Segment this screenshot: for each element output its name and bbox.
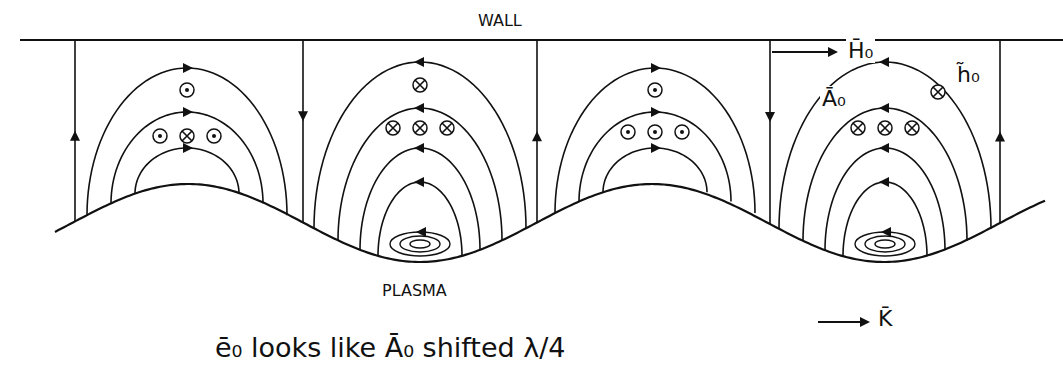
out-of-page-symbol (648, 125, 662, 139)
into-page-symbol (413, 121, 427, 135)
out-of-page-symbol (207, 129, 221, 143)
field-symbol: h̃₀ (955, 62, 982, 87)
wall-label: WALL (478, 12, 522, 30)
arrow-head (183, 107, 193, 117)
closed-field-loop (400, 236, 440, 252)
field-line (74, 40, 76, 221)
field-symbol: H̄₀ (846, 38, 875, 63)
arrow-head (860, 317, 870, 327)
out-of-page-symbol (621, 125, 635, 139)
field-arch (579, 112, 731, 202)
field-arch (314, 62, 526, 228)
closed-field-loop (865, 236, 905, 252)
into-page-symbol (931, 85, 945, 99)
arrow-head (651, 143, 661, 153)
field-arch (779, 62, 991, 229)
field-arch (843, 182, 927, 256)
into-page-symbol (386, 121, 400, 135)
arrow-head (651, 63, 661, 73)
arrow-head (879, 143, 889, 153)
field-arch (825, 148, 945, 250)
into-page-symbol (905, 121, 919, 135)
field-line (769, 40, 771, 224)
arrow-head (532, 131, 542, 141)
arrow-head (298, 111, 308, 121)
into-page-symbol (851, 121, 865, 135)
closed-field-loop (875, 240, 895, 248)
out-of-page-symbol (648, 83, 662, 97)
wave-vector-symbol: K̄ (878, 306, 892, 331)
arrow-head (414, 103, 424, 113)
wall-line (20, 39, 1063, 41)
arrow-head (183, 143, 193, 153)
arrow-head (881, 227, 891, 237)
arrow-head (879, 177, 889, 187)
arrow-head (879, 57, 889, 67)
plasma-label: PLASMA (382, 282, 447, 300)
arrow-head (879, 103, 889, 113)
arrow-head (183, 63, 193, 73)
field-arch (135, 148, 239, 194)
field-arch (111, 112, 263, 203)
out-of-page-symbol (675, 125, 689, 139)
wave-vector-arrow (818, 321, 866, 323)
into-page-symbol (878, 121, 892, 135)
field-arch (360, 148, 480, 250)
arrow-head (765, 112, 775, 122)
arrow-head (414, 177, 424, 187)
field-symbol: Ā₀ (820, 86, 848, 111)
out-of-page-symbol (180, 83, 194, 97)
closed-field-loop (410, 240, 430, 248)
into-page-symbol (440, 121, 454, 135)
field-arch (603, 148, 707, 192)
arrow-head (414, 143, 424, 153)
field-arch (555, 68, 755, 213)
field-arch (378, 182, 462, 256)
arrow-head (414, 57, 424, 67)
out-of-page-symbol (153, 129, 167, 143)
arrow-head (828, 47, 838, 57)
plasma-surface (55, 184, 1045, 262)
arrow-head (416, 227, 426, 237)
caption-note: ē₀ looks like Ā₀ shifted λ/4 (215, 332, 565, 363)
field-direction-arrow (772, 51, 834, 53)
arrow-head (995, 132, 1005, 142)
arrow-head (651, 107, 661, 117)
field-arch (87, 68, 287, 215)
into-page-symbol (180, 129, 194, 143)
arrow-head (70, 131, 80, 141)
closed-field-loop (390, 232, 450, 256)
field-line (302, 40, 304, 222)
closed-field-loop (855, 232, 915, 256)
into-page-symbol (413, 78, 427, 92)
